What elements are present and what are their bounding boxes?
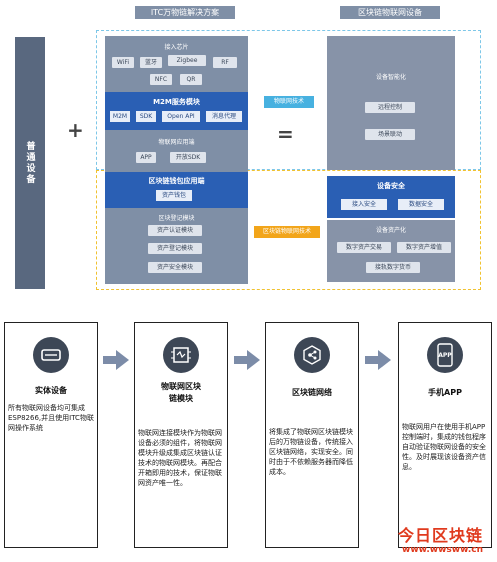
equals-operator: = <box>277 122 294 146</box>
arrow-right-icon <box>103 350 129 370</box>
flow-card-device-title: 实体设备 <box>35 386 67 395</box>
register-chip-security: 资产安全模块 <box>148 262 202 273</box>
flow-card-network-text: 将集成了物联网区块链模块后的万物链设备，传统接入区块链网络，实现安全。同时由于不… <box>269 428 353 476</box>
register-chip-auth: 资产认证模块 <box>148 225 202 236</box>
flow-card-module-text: 物联网连接模块作为物联网设备必须的组件，将物联网模块升级成集成区块链认证技术的物… <box>138 429 222 487</box>
wallet-title: 区块链钱包应用端 <box>148 177 205 185</box>
right-device-title: 区块链物联网设备 <box>340 6 440 19</box>
security-chip-data: 数据安全 <box>398 199 444 210</box>
register-chip-register: 资产登记模块 <box>148 243 202 254</box>
security-chip-access: 接入安全 <box>341 199 387 210</box>
flow-card-app-text: 物联网用户在使用手机APP控制端时，集成的钱包程序自动验证物联网设备的安全性。及… <box>402 423 486 471</box>
flow-card-network-title: 区块链网络 <box>292 388 332 397</box>
iot-app-chip-sdk: 开放SDK <box>170 152 206 163</box>
m2m-chip-m2m: M2M <box>110 111 130 122</box>
register-title: 区块登记模块 <box>158 215 195 222</box>
chip-wifi: WiFi <box>112 57 134 68</box>
wallet-chip-asset: 资产钱包 <box>156 190 192 201</box>
iot-app-chip-app: APP <box>136 152 156 163</box>
chip-zigbee: Zigbee <box>168 55 206 66</box>
router-icon <box>33 337 69 373</box>
m2m-chip-openapi: Open API <box>162 111 200 122</box>
asset-chip-currency: 接轨数字货币 <box>366 262 420 273</box>
app-icon: APP <box>427 337 463 373</box>
m2m-chip-broker: 消息代理 <box>206 111 242 122</box>
m2m-chip-sdk: SDK <box>136 111 156 122</box>
chain-tech-tag: 区块链物联网技术 <box>254 226 320 238</box>
iot-app-title: 物联网应用端 <box>158 139 195 146</box>
m2m-title: M2M服务模块 <box>153 98 200 106</box>
chip-qr: QR <box>180 74 202 85</box>
security-band <box>327 176 455 218</box>
chip-bluetooth: 蓝牙 <box>140 57 162 68</box>
arrow-right-icon <box>365 350 391 370</box>
asset-title: 设备资产化 <box>375 227 406 234</box>
chip-nfc: NFC <box>150 74 172 85</box>
watermark-url: www.wwsww.cn <box>402 545 483 555</box>
smart-chip-scene: 场景联动 <box>365 129 415 140</box>
svg-text:APP: APP <box>438 352 452 359</box>
watermark-title: 今日区块链 <box>398 526 484 545</box>
left-solution-title: ITC万物链解决方案 <box>135 6 235 19</box>
plus-operator: + <box>67 118 84 142</box>
flow-card-device-text: 所有物联网设备均可集成ESP8266,并且使用ITC物联网操作系统 <box>8 404 94 432</box>
ordinary-device-label: 普通设备 <box>15 37 45 289</box>
smart-title: 设备智能化 <box>375 74 406 81</box>
smart-chip-remote: 远程控制 <box>365 102 415 113</box>
security-title: 设备安全 <box>377 182 405 190</box>
iot-tech-tag: 物联网技术 <box>264 96 314 108</box>
flow-card-app-title: 手机APP <box>428 388 462 397</box>
access-chip-title: 接入芯片 <box>164 44 189 51</box>
flow-card-module-title: 物联网区块链模块 <box>161 382 201 403</box>
network-nodes-icon <box>294 337 330 373</box>
chain-tech-region <box>96 170 481 290</box>
iot-tech-region <box>96 30 481 170</box>
asset-chip-trade: 数字资产交易 <box>337 242 391 253</box>
asset-chip-growth: 数字资产增值 <box>397 242 451 253</box>
arrow-right-icon <box>234 350 260 370</box>
circuit-module-icon <box>163 337 199 373</box>
chip-rf: RF <box>213 57 237 68</box>
ordinary-device-text: 普通设备 <box>24 141 35 185</box>
